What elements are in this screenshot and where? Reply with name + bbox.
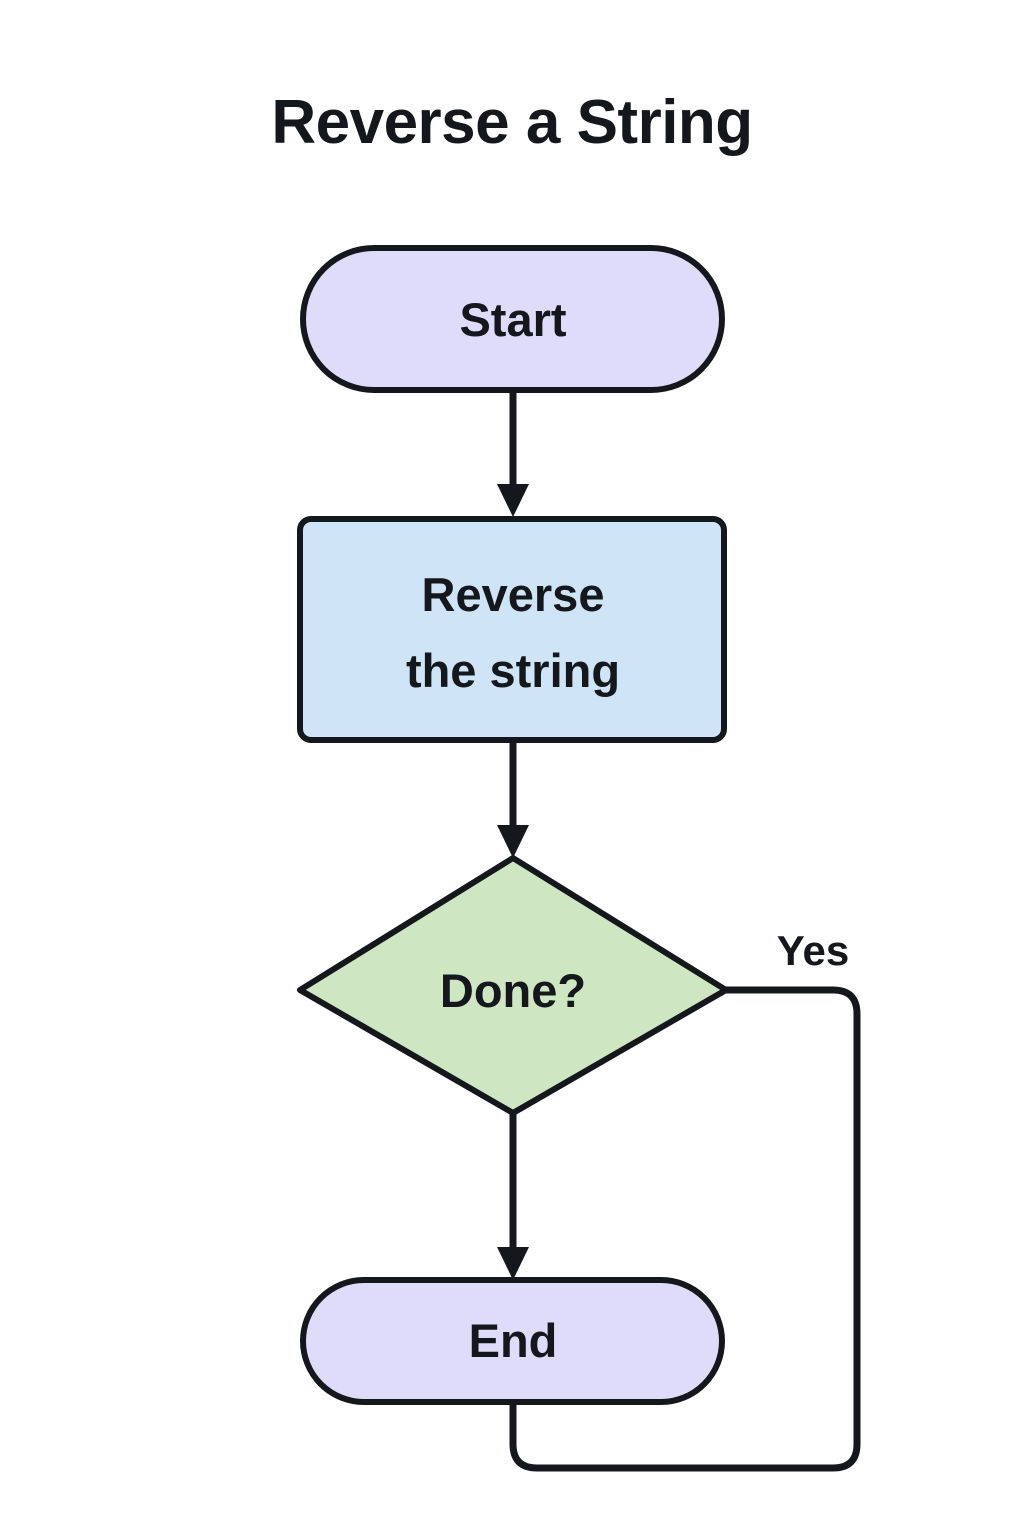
edge-yes-loop: Yes (509, 927, 861, 1472)
node-reverse-the-string[interactable]: Reverse the string (297, 516, 727, 743)
node-done-label: Done? (440, 964, 586, 1017)
edge-label-yes: Yes (777, 927, 849, 974)
node-done-decision[interactable]: Done? (297, 855, 729, 1116)
page-title: Reverse a String (271, 88, 752, 157)
edge-reverse-to-done (497, 740, 529, 858)
node-done-shape[interactable] (297, 855, 729, 1116)
edge-done-to-end (497, 1113, 529, 1280)
edge-line-yes-loop (509, 986, 861, 1472)
node-start[interactable]: Start (300, 245, 725, 393)
node-reverse-shape[interactable] (297, 516, 727, 743)
node-end-shape[interactable] (300, 1277, 725, 1405)
edge-start-to-reverse (497, 390, 529, 517)
node-start-shape[interactable] (300, 245, 725, 393)
arrowhead-icon (497, 825, 529, 858)
node-end-label: End (469, 1314, 558, 1367)
node-reverse-label-line2: the string (406, 644, 620, 697)
arrowhead-icon (497, 484, 529, 517)
node-end[interactable]: End (300, 1277, 725, 1405)
node-start-label: Start (459, 293, 566, 346)
node-reverse-label-line1: Reverse (422, 568, 605, 621)
arrowhead-icon (497, 1247, 529, 1280)
